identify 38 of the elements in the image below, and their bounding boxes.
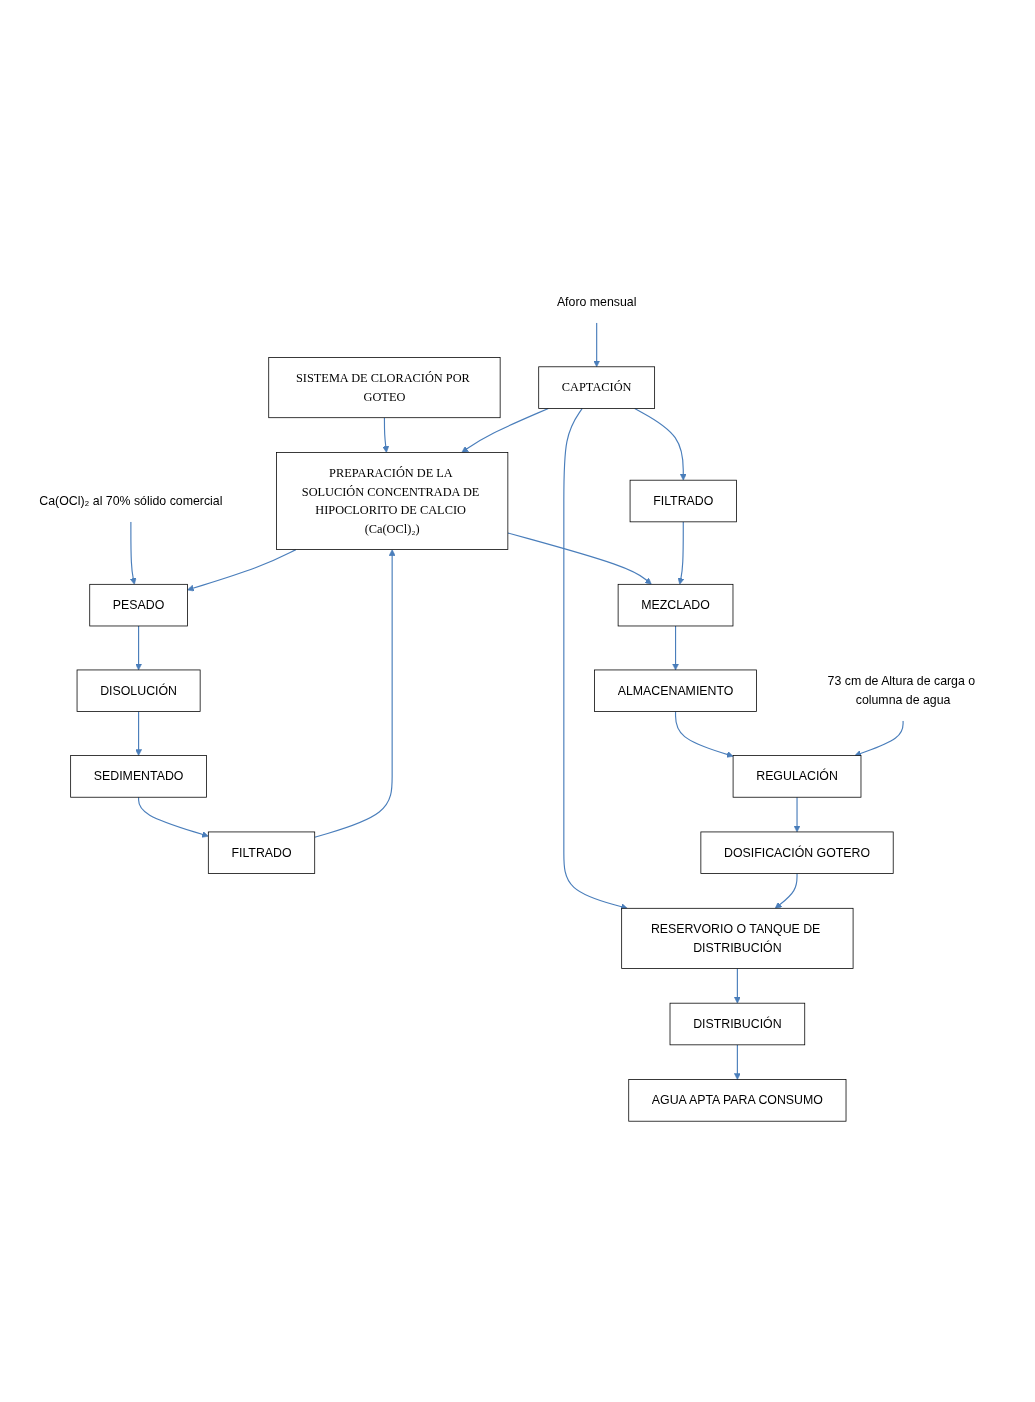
- arrow: [563, 407, 628, 910]
- arrow: [734, 967, 741, 1004]
- node-box: DISTRIBUCIÓN: [669, 1002, 806, 1046]
- arrow: [461, 407, 549, 453]
- node-box: FILTRADO: [207, 831, 316, 874]
- node-box: PREPARACIÓN DE LA SOLUCIÓN CONCENTRADA DE HIPOCLORITO DE CALCIO (Ca(OCl)₂): [276, 451, 509, 550]
- node-box: CAPTACIÓN: [538, 366, 656, 409]
- node-box: SEDIMENTADO: [70, 755, 207, 798]
- arrow: [854, 720, 904, 757]
- arrow: [675, 710, 734, 758]
- arrow: [135, 710, 142, 756]
- arrow: [593, 322, 601, 367]
- node-box: RESERVORIO O TANQUE DE DISTRIBUCIÓN: [621, 907, 854, 969]
- arrow: [793, 796, 801, 833]
- node-box: SISTEMA DE CLORACIÓN POR GOTEO: [268, 356, 501, 418]
- arrow: [672, 625, 679, 671]
- arrow: [138, 796, 209, 838]
- arrow: [382, 416, 390, 453]
- arrow: [734, 1044, 741, 1080]
- arrow: [187, 548, 297, 592]
- arrow: [507, 532, 652, 585]
- node-text: Aforo mensual: [556, 294, 637, 308]
- node-box: MEZCLADO: [617, 583, 734, 627]
- node-box: REGULACIÓN: [732, 755, 862, 798]
- arrow: [314, 549, 396, 838]
- node-box: AGUA APTA PARA CONSUMO: [628, 1078, 847, 1122]
- arrow: [634, 407, 687, 481]
- arrow: [677, 521, 685, 585]
- node-box: DISOLUCIÓN: [76, 669, 201, 712]
- arrow: [129, 521, 137, 585]
- node-box: ALMACENAMIENTO: [594, 669, 757, 712]
- node-box: DOSIFICACIÓN GOTERO: [700, 831, 894, 874]
- node-text: 73 cm de Altura de carga o columna de agua: [827, 674, 976, 707]
- node-box: FILTRADO: [629, 479, 737, 523]
- node-text: Ca(OCl)₂ al 70% sólido comercial: [39, 493, 223, 507]
- node-box: PESADO: [89, 583, 188, 627]
- arrow: [774, 872, 798, 909]
- arrow: [135, 625, 142, 671]
